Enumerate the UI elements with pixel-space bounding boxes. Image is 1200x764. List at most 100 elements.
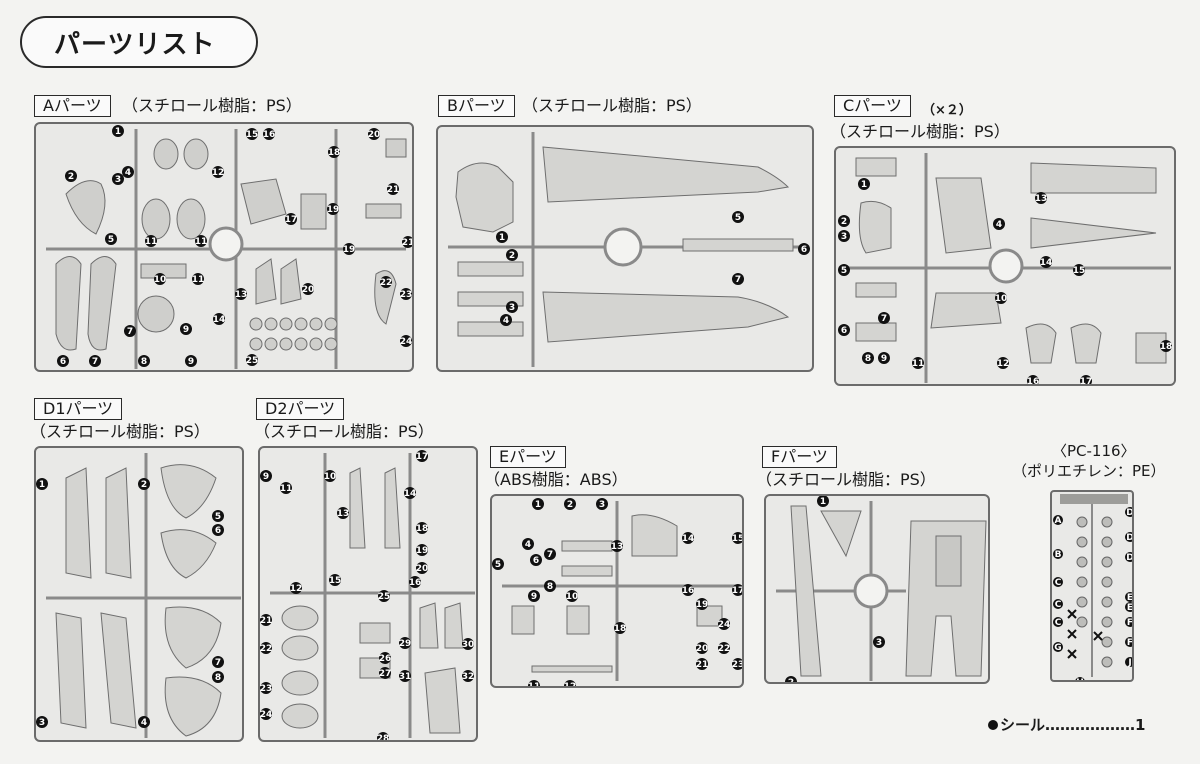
part-number-label: 16 (263, 130, 276, 140)
part-number-label: C (1055, 600, 1062, 610)
part-marker (564, 680, 576, 686)
part-marker (260, 708, 272, 720)
part-marker (912, 357, 924, 369)
part-number-label: 11 (195, 237, 208, 247)
part-number-label: 16 (1027, 377, 1040, 386)
part-number-label: 21 (696, 660, 709, 670)
part-number-label: 5 (841, 266, 847, 276)
part-number-label: 1 (39, 480, 45, 490)
part-number-label: 9 (531, 592, 537, 602)
part-number-label: 8 (141, 357, 147, 367)
part-number-label: D (1126, 553, 1133, 563)
part-marker (611, 540, 623, 552)
part-number-label: 20 (416, 564, 429, 574)
sticker-count-line: シール………………1 (988, 714, 1145, 735)
pc-material: （ポリエチレン：PE） (1012, 462, 1166, 480)
part-marker (496, 231, 508, 243)
part-number-label: 20 (302, 285, 315, 295)
part-marker (838, 264, 850, 276)
part-marker (400, 335, 412, 347)
part-marker (246, 354, 258, 366)
part-marker (329, 574, 341, 586)
part-marker (785, 676, 797, 682)
part-marker (532, 498, 544, 510)
part-number-label: 7 (92, 357, 98, 367)
part-marker (399, 670, 411, 682)
part-number-label: 6 (533, 556, 539, 566)
part-number-label: 18 (416, 524, 429, 534)
page-title: パーツリスト (20, 16, 258, 68)
part-number-label: 7 (735, 275, 741, 285)
part-marker (327, 203, 339, 215)
part-marker (343, 243, 355, 255)
part-marker (838, 215, 850, 227)
part-number-label: 3 (841, 232, 847, 242)
part-number-label: 2 (141, 480, 147, 490)
part-number-label: 15 (329, 576, 342, 586)
part-marker (718, 642, 730, 654)
part-number-label: 11 (280, 484, 293, 494)
part-marker (718, 618, 730, 630)
part-number-label: 26 (379, 654, 392, 664)
part-marker (380, 276, 392, 288)
part-number-label: 3 (115, 175, 121, 185)
part-number-label: 23 (732, 660, 744, 670)
part-marker (462, 670, 474, 682)
runner-c-multiplier: （×２） (922, 103, 972, 118)
part-marker (732, 658, 742, 670)
runner-f-numbers: 123 (785, 496, 885, 682)
part-marker (528, 680, 540, 686)
part-marker (212, 166, 224, 178)
part-number-label: 17 (732, 586, 744, 596)
part-marker (530, 554, 542, 566)
part-number-label: 27 (379, 669, 392, 679)
part-marker (260, 614, 272, 626)
part-marker (544, 548, 556, 560)
runner-d2-material: （スチロール樹脂：PS） (254, 422, 434, 441)
part-number-label: D (1126, 533, 1133, 543)
part-marker (138, 355, 150, 367)
part-marker (195, 235, 207, 247)
part-number-label: 32 (462, 672, 475, 682)
part-marker (696, 598, 708, 610)
part-marker (732, 532, 742, 544)
part-marker (1125, 507, 1132, 517)
part-marker (564, 498, 576, 510)
part-number-label: 4 (141, 718, 147, 728)
part-number-label: 19 (343, 245, 356, 255)
part-number-label: 25 (246, 356, 259, 366)
part-number-label: 14 (1040, 258, 1053, 268)
part-marker (838, 324, 850, 336)
part-number-label: 13 (1035, 194, 1048, 204)
part-marker (112, 173, 124, 185)
part-marker (873, 636, 885, 648)
part-number-label: 25 (378, 592, 391, 602)
part-number-label: 16 (409, 578, 422, 588)
part-marker (399, 637, 411, 649)
part-number-label: 18 (1160, 342, 1173, 352)
part-marker (1125, 532, 1132, 542)
part-marker (1125, 657, 1132, 667)
part-number-label: C (1055, 618, 1062, 628)
runner-d2-label: D2パーツ (256, 398, 345, 420)
part-marker (416, 562, 428, 574)
part-marker (993, 218, 1005, 230)
part-marker (416, 522, 428, 534)
part-number-label: 6 (801, 245, 807, 255)
part-number-label: 11 (145, 237, 158, 247)
part-number-label: E (1127, 593, 1133, 603)
part-marker (696, 658, 708, 670)
part-number-label: 3 (599, 500, 605, 510)
part-number-label: 1 (535, 500, 541, 510)
part-number-label: 11 (528, 682, 541, 688)
part-number-label: 30 (462, 640, 475, 650)
part-number-label: G (1054, 643, 1061, 653)
part-marker (105, 233, 117, 245)
part-number-label: 13 (337, 509, 350, 519)
part-number-label: 14 (682, 534, 695, 544)
part-number-label: 9 (263, 472, 269, 482)
